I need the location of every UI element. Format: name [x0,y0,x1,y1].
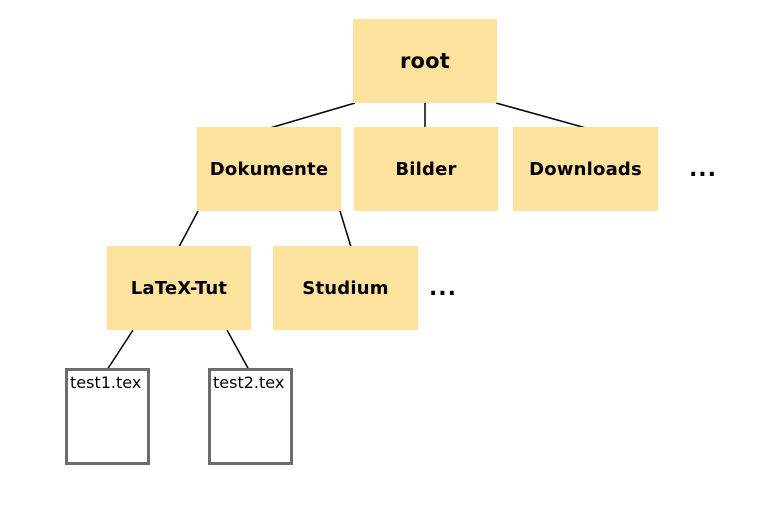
edge-latex-tut-test1 [106,329,134,371]
node-file-test1: test1.tex [65,368,150,465]
node-bilder: Bilder [354,127,498,211]
edge-dokumente-studium [339,210,352,248]
node-dokumente: Dokumente [197,127,341,211]
node-root: root [353,19,497,103]
edge-dokumente-latex-tut [178,210,199,248]
node-file-test2: test2.tex [208,368,293,465]
node-downloads: Downloads [513,127,658,211]
edge-root-downloads [495,102,587,129]
ellipsis-level2: ... [688,156,718,182]
edge-latex-tut-test2 [226,329,250,371]
node-latex-tut: LaTeX-Tut [107,246,251,330]
node-studium: Studium [273,246,418,330]
edge-root-dokumente [269,102,356,129]
ellipsis-level3: ... [428,275,458,301]
